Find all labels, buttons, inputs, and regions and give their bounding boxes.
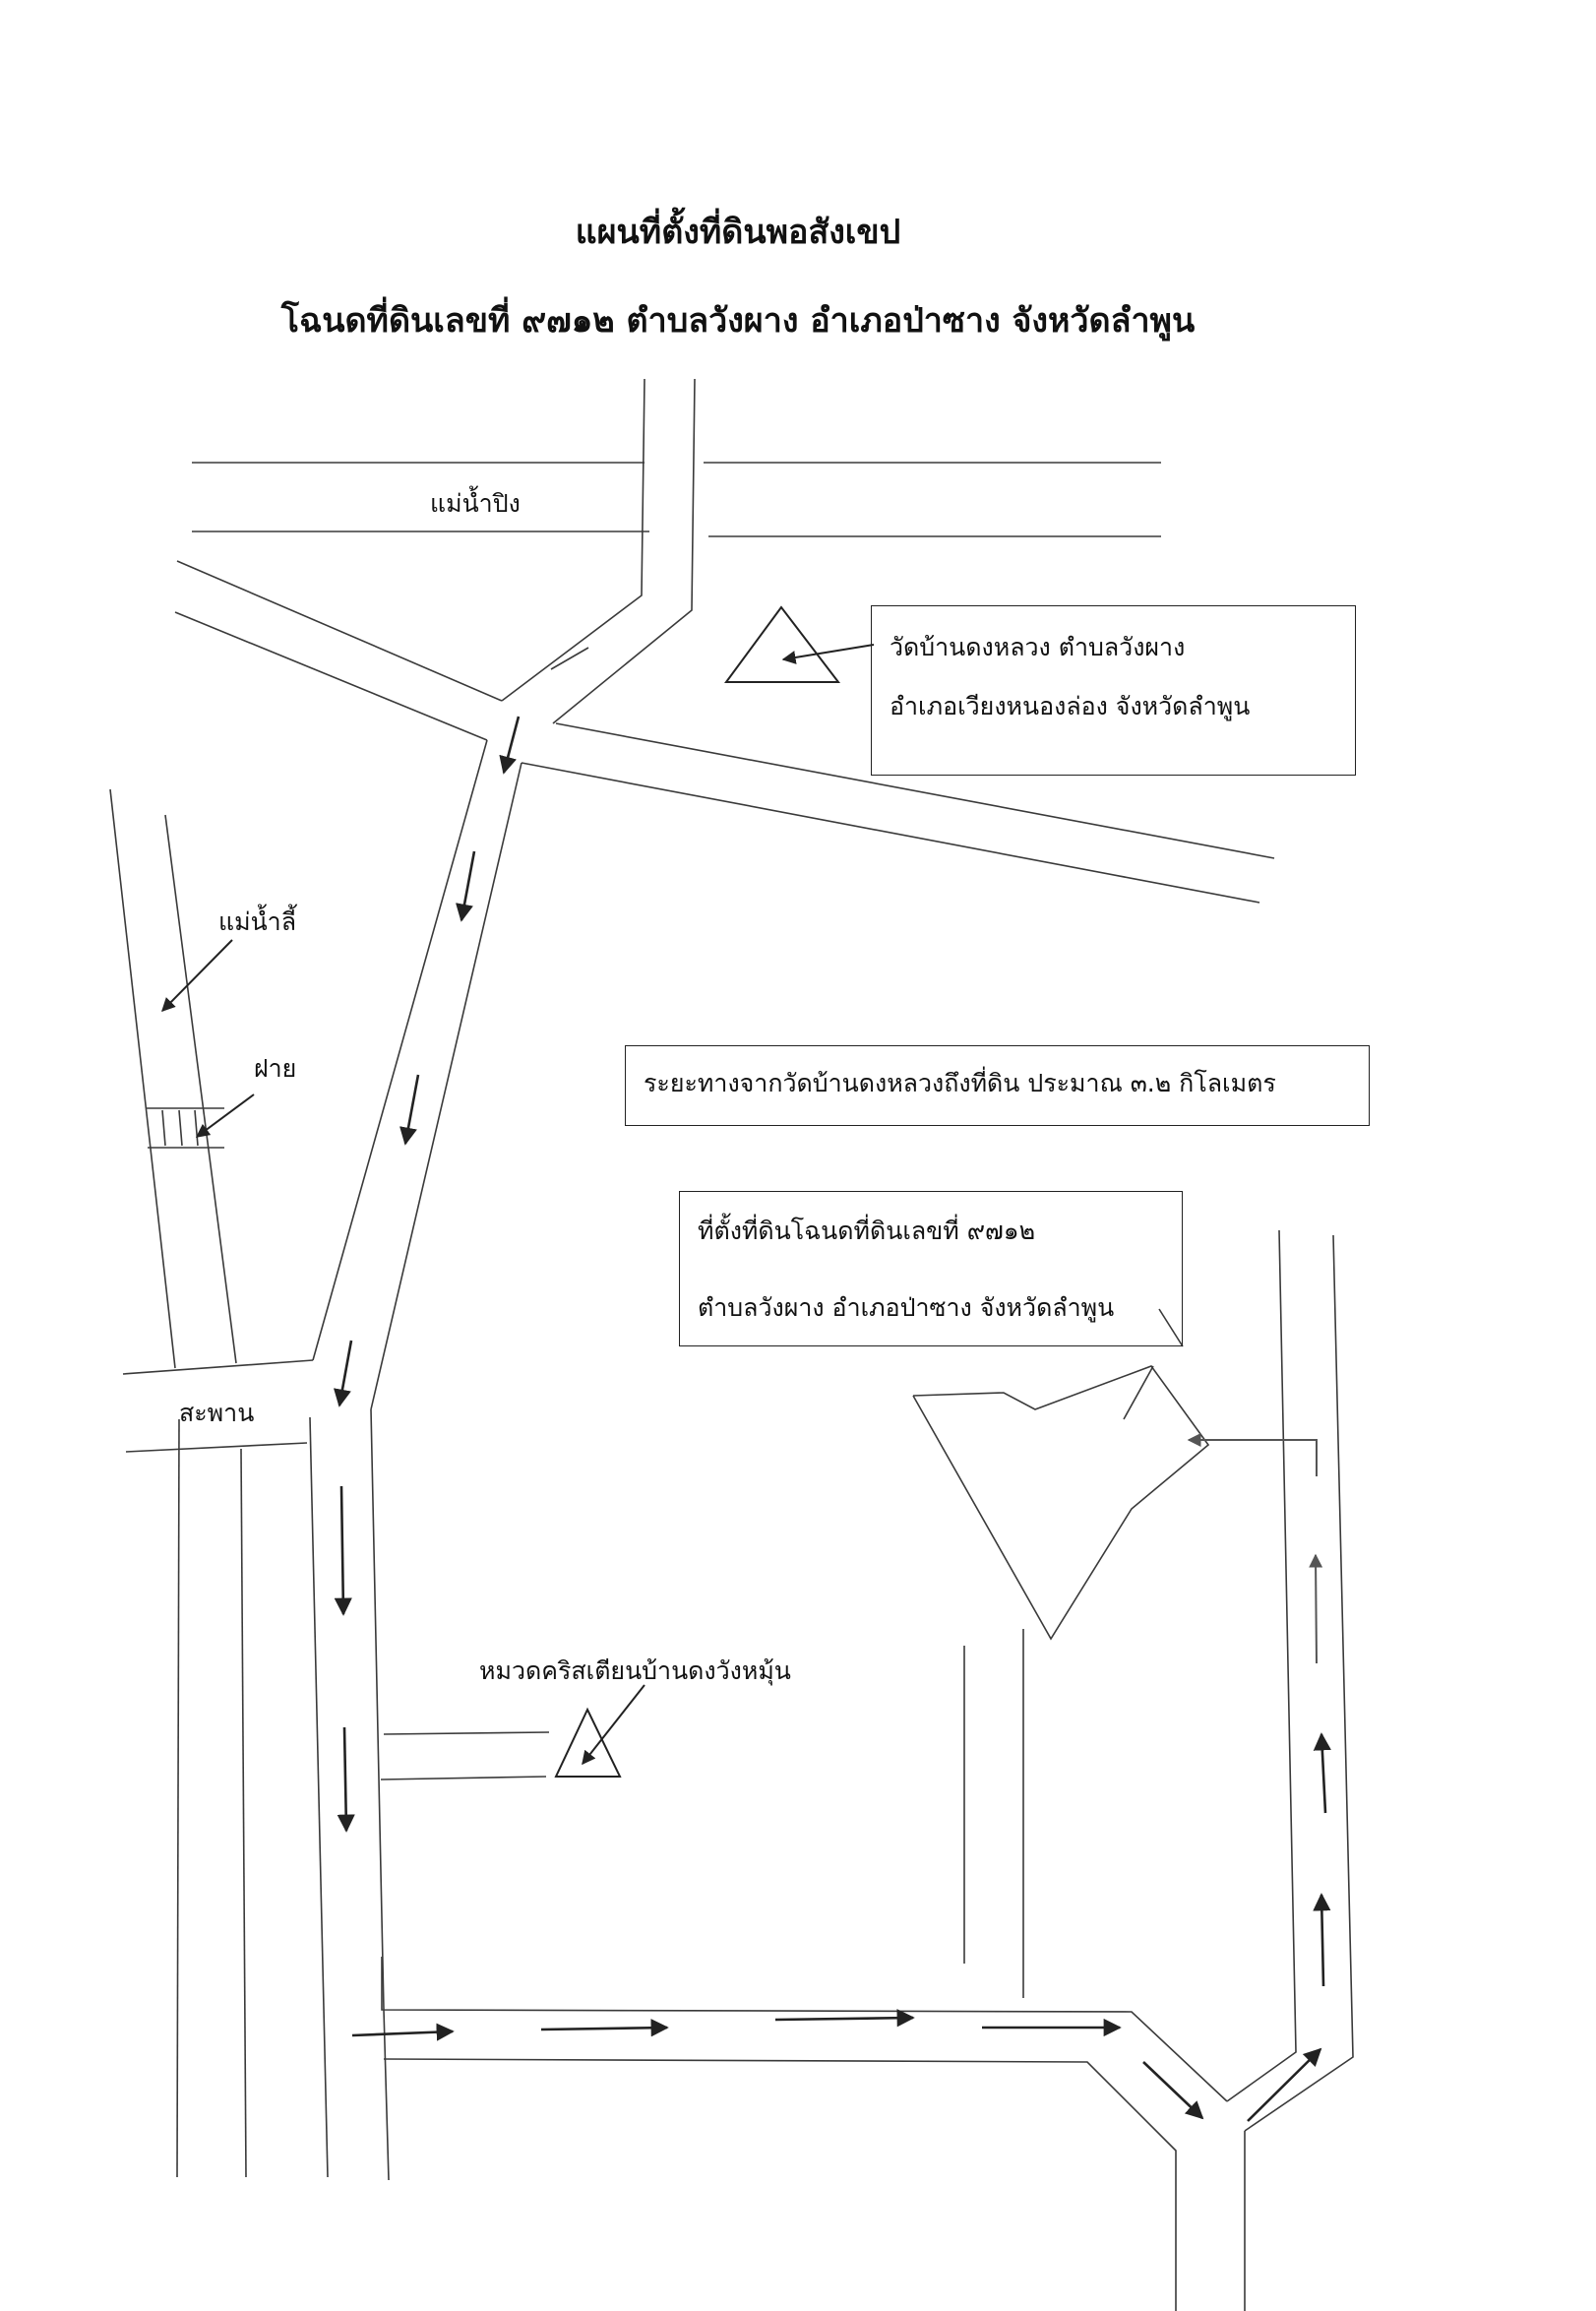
route-arrow-icon bbox=[1187, 1433, 1318, 1476]
north-road bbox=[501, 378, 696, 724]
route-arrow-icon bbox=[337, 1726, 355, 1833]
temple-triangle-icon bbox=[724, 605, 841, 683]
church-triangle-icon bbox=[554, 1707, 622, 1778]
land-info-line2: ตำบลวังผาง อำเภอป่าซาง จังหวัดลำพูน bbox=[698, 1293, 1115, 1322]
route-arrow-icon bbox=[499, 716, 521, 775]
weir bbox=[146, 1107, 224, 1149]
route-arrows bbox=[333, 716, 1331, 2122]
route-arrow-icon bbox=[1313, 1732, 1331, 1814]
route-arrow-icon bbox=[1309, 1553, 1323, 1664]
land-info-box: ที่ตั้งที่ดินโฉนดที่ดินเลขที่ ๙๗๑๒ ตำบลว… bbox=[679, 1191, 1183, 1346]
route-arrow-icon bbox=[774, 2009, 915, 2028]
route-arrow-icon bbox=[1142, 2061, 1204, 2120]
temple-info-line1: วัดบ้านดงหลวง ตำบลวังผาง bbox=[890, 633, 1186, 661]
route-arrow-icon bbox=[1247, 2047, 1322, 2122]
route-arrow-icon bbox=[333, 1340, 353, 1407]
weir-label: ฝาย bbox=[254, 1054, 297, 1083]
ping-river bbox=[192, 462, 1161, 537]
li-river-label: แม่น้ำลี้ bbox=[218, 907, 297, 936]
temple-pointer-arrow-icon bbox=[781, 644, 875, 664]
distance-info-text: ระยะทางจากวัดบ้านดงหลวงถึงที่ดิน ประมาณ … bbox=[644, 1069, 1276, 1097]
route-arrow-icon bbox=[1313, 1893, 1331, 1987]
bridge-road bbox=[122, 1359, 314, 1453]
route-arrow-icon bbox=[540, 2019, 669, 2037]
page-subtitle: โฉนดที่ดินเลขที่ ๙๗๑๒ ตำบลวังผาง อำเภอป่… bbox=[280, 301, 1196, 341]
south-road bbox=[309, 739, 522, 2181]
church-label: หมวดคริสเตียนบ้านดงวังหมุ้น bbox=[479, 1656, 791, 1685]
land-plot bbox=[912, 1308, 1210, 1641]
east-road bbox=[521, 722, 1275, 904]
northwest-road bbox=[174, 560, 503, 741]
route-arrow-icon bbox=[334, 1485, 352, 1616]
side-road-left bbox=[963, 1629, 1024, 1998]
bridge-label: สะพาน bbox=[179, 1399, 255, 1427]
li-river-pointer-arrow-icon bbox=[161, 939, 233, 1012]
route-arrow-icon bbox=[351, 2023, 455, 2041]
page-title: แผนที่ตั้งที่ดินพอสังเขป bbox=[575, 213, 901, 252]
right-road bbox=[1226, 1229, 1354, 2132]
church-pointer-arrow-icon bbox=[582, 1684, 645, 1766]
route-arrow-icon bbox=[399, 1074, 420, 1146]
weir-pointer-arrow-icon bbox=[195, 1093, 255, 1138]
ping-river-label: แม่น้ำปิง bbox=[430, 489, 521, 518]
li-river bbox=[109, 788, 247, 2178]
distance-info-box: ระยะทางจากวัดบ้านดงหลวงถึงที่ดิน ประมาณ … bbox=[625, 1045, 1370, 1126]
land-info-line1: ที่ตั้งที่ดินโฉนดที่ดินเลขที่ ๙๗๑๒ bbox=[698, 1217, 1036, 1245]
route-arrow-icon bbox=[456, 850, 476, 922]
bottom-road bbox=[381, 1957, 1246, 2311]
temple-info-box: วัดบ้านดงหลวง ตำบลวังผาง อำเภอเวียงหนองล… bbox=[871, 605, 1356, 776]
temple-info-line2: อำเภอเวียงหนองล่อง จังหวัดลำพูน bbox=[890, 692, 1251, 720]
church-lane bbox=[380, 1731, 550, 1780]
